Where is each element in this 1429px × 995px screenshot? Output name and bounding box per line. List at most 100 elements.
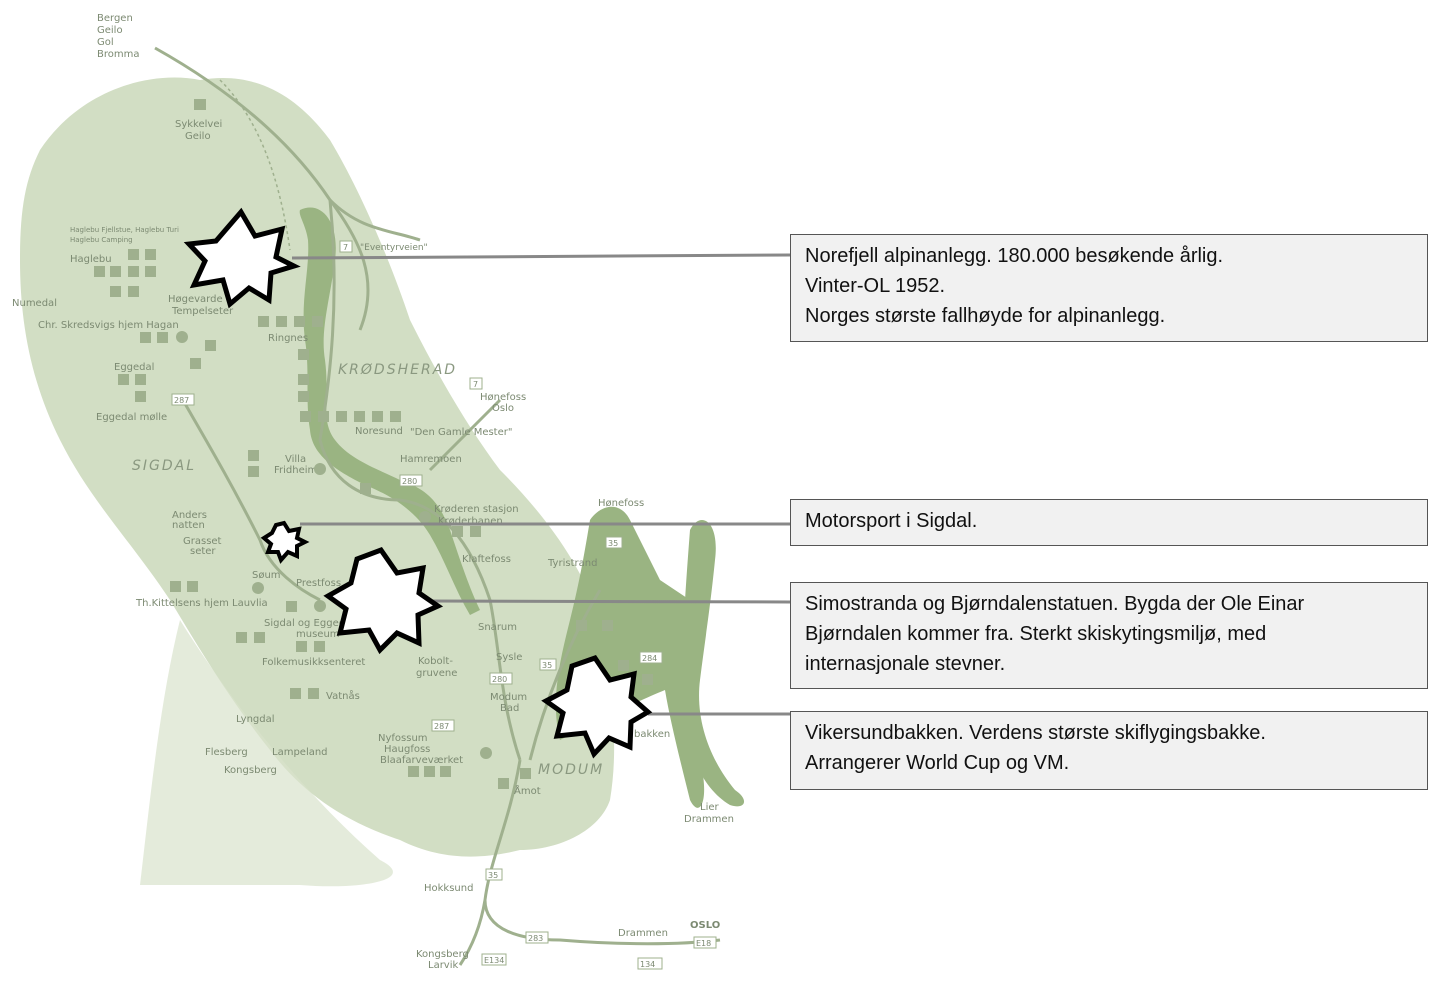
place-label: Lier	[700, 802, 720, 813]
lake-tyrifjorden	[555, 506, 705, 808]
place-label: OSLO	[690, 920, 720, 931]
road-number: 284	[642, 654, 657, 663]
road-number: E134	[484, 956, 504, 965]
place-label: Vatnås	[326, 689, 360, 702]
callout-line: Arrangerer World Cup og VM.	[805, 752, 1070, 774]
place-label: Åmot	[514, 784, 541, 797]
map-land-area-lower	[140, 620, 393, 887]
road-number: 35	[488, 871, 498, 880]
road-number: 35	[608, 539, 618, 548]
place-label: Søum	[252, 570, 281, 581]
star-marker-vikersund[interactable]	[541, 655, 653, 759]
place-label: Nyfossum	[378, 733, 428, 744]
road-number: 280	[492, 675, 507, 684]
callout-motorsport: Motorsport i Sigdal.	[790, 499, 1428, 546]
place-label: "Eventyrveien"	[360, 243, 428, 253]
place-label: Bad	[500, 703, 519, 714]
road-number: 287	[174, 396, 189, 405]
place-label: bakken	[634, 729, 670, 740]
callout-line: Vikersundbakken. Verdens største skiflyg…	[805, 722, 1266, 744]
place-label: Lampeland	[272, 747, 328, 758]
leader-line-norefjell	[291, 253, 791, 260]
callout-simostranda: Simostranda og Bjørndalenstatuen. Bygda …	[790, 582, 1428, 689]
bay-vikersund	[682, 520, 745, 807]
callout-line: Motorsport i Sigdal.	[805, 510, 978, 532]
place-label: Geilo	[185, 131, 211, 142]
place-label: gruvene	[416, 668, 457, 679]
place-label: Flesberg	[205, 747, 248, 758]
place-label: Anders	[172, 510, 207, 521]
road-number: E18	[696, 939, 711, 948]
place-label: Prestfoss	[296, 578, 341, 589]
place-label: Geilo	[97, 25, 123, 36]
place-label: Lyngdal	[236, 714, 275, 725]
place-label: Larvik	[428, 960, 459, 971]
place-label: Klaftefoss	[462, 554, 511, 565]
place-label: Sysle	[496, 652, 522, 663]
place-label: seter	[190, 546, 216, 557]
place-label: Eggedal mølle	[96, 412, 167, 423]
road-number: 283	[528, 934, 543, 943]
place-label: Krøderen stasjon	[434, 504, 519, 515]
place-label: Haglebu Camping	[70, 236, 133, 244]
place-label: Høgevarde	[168, 294, 223, 305]
road-number: 287	[434, 722, 449, 731]
place-label: Kobolt-	[418, 656, 453, 667]
railway	[219, 79, 291, 251]
callout-vikersund: Vikersundbakken. Verdens største skiflyg…	[790, 711, 1428, 790]
place-label: Kongsberg	[224, 765, 277, 776]
star-marker-motorsport[interactable]	[260, 520, 310, 564]
place-label: Tempelseter	[171, 306, 234, 317]
place-label: Oslo	[492, 403, 514, 414]
place-label: Krøderbanen	[438, 516, 503, 527]
place-label: Th.Kittelsens hjem Lauvlia	[135, 598, 268, 609]
place-label: Sigdal og Eggedal	[264, 618, 354, 629]
road-number: 7	[343, 243, 348, 252]
region-label-sigdal: SIGDAL	[132, 458, 196, 474]
callout-line: Norges største fallhøyde for alpinanlegg…	[805, 305, 1166, 327]
place-label: Blaafarveværket	[380, 755, 463, 766]
place-label: Drammen	[684, 814, 734, 825]
poi-icons	[94, 99, 653, 789]
place-label: Villa	[285, 454, 306, 465]
region-label-krodsherad: KRØDSHERAD	[338, 362, 457, 378]
place-label: Chr. Skredsvigs hjem Hagan	[38, 320, 179, 331]
place-label: Hønefoss	[598, 498, 644, 509]
leader-line-simostranda	[431, 599, 791, 604]
callout-line: Bjørndalen kommer fra. Sterkt skiskyting…	[805, 623, 1267, 645]
callout-norefjell: Norefjell alpinanlegg. 180.000 besøkende…	[790, 234, 1428, 342]
place-label: Fridheim	[274, 465, 317, 476]
place-label: "Den Gamle Mester"	[410, 427, 512, 438]
place-label: museum	[296, 629, 340, 640]
place-label: Bromma	[97, 49, 139, 60]
place-label: Numedal	[12, 298, 57, 309]
place-label: Haugfoss	[384, 744, 430, 755]
callout-line: Simostranda og Bjørndalenstatuen. Bygda …	[805, 593, 1305, 615]
place-label: Eggedal	[114, 362, 154, 373]
place-label: natten	[172, 520, 205, 531]
region-label-modum: MODUM	[538, 762, 604, 778]
place-label: Tyristrand	[547, 558, 597, 569]
place-label: Modum	[490, 692, 527, 703]
star-marker-simostranda[interactable]	[323, 546, 444, 655]
callout-line: internasjonale stevner.	[805, 653, 1006, 675]
place-label: Folkemusikksenteret	[262, 657, 365, 668]
star-marker-norefjell[interactable]	[183, 207, 301, 309]
place-label: Snarum	[478, 622, 517, 633]
callout-line: Vinter-OL 1952.	[805, 275, 946, 297]
road-number: 35	[542, 661, 552, 670]
place-label: Grasset	[183, 536, 222, 547]
place-label: Haglebu Fjellstue, Haglebu Turi	[70, 226, 179, 234]
road-number: 134	[640, 960, 655, 969]
place-label: Haglebu	[70, 254, 112, 265]
place-label: Sykkelvei	[175, 119, 222, 130]
place-label: Noresund	[355, 426, 403, 437]
place-label: Hokksund	[424, 883, 473, 894]
place-label: Kongsberg	[416, 949, 469, 960]
place-label: Drammen	[618, 928, 668, 939]
place-label: Bergen	[97, 13, 133, 24]
place-label: Gol	[97, 37, 114, 48]
callout-line: Norefjell alpinanlegg. 180.000 besøkende…	[805, 245, 1224, 267]
place-label: Ringnes	[268, 333, 308, 344]
